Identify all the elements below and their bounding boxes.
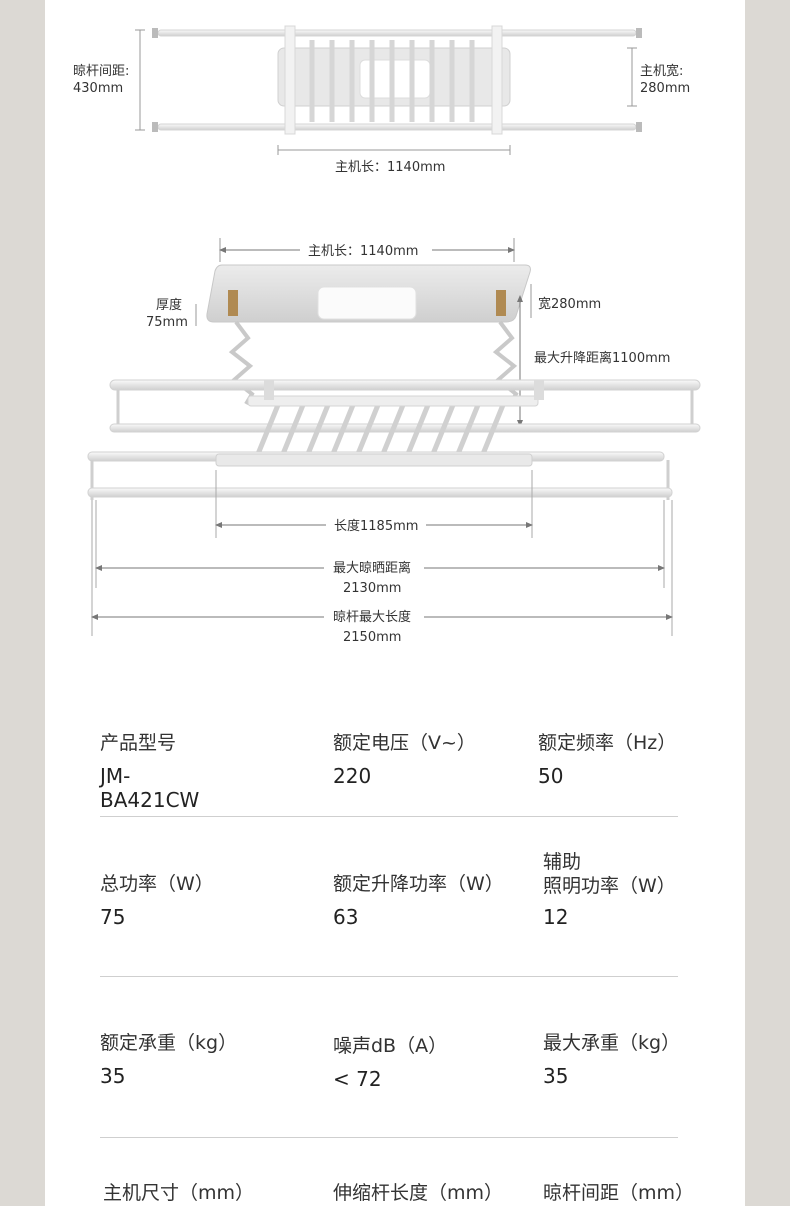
spec-label: 产品型号 (100, 732, 177, 754)
spec-label: 额定电压（V~） (333, 732, 476, 754)
spec-sheet (45, 0, 745, 1206)
spec-value: 12 (543, 905, 569, 929)
spec-value: 220 (333, 764, 372, 788)
divider (100, 816, 678, 817)
thickness-value: 75mm (146, 315, 188, 330)
divider (100, 976, 678, 977)
host-length-side: 主机长：1140mm (308, 244, 418, 259)
spec-label: 额定频率（Hz） (538, 732, 677, 754)
max-dry-label: 最大晾晒距离 (333, 560, 411, 576)
spec-cell: 额定承重（kg） 35 (100, 1031, 238, 1088)
spec-cell: 辅助 照明功率（W） 12 (543, 850, 676, 929)
spec-label: 最大承重（kg） (543, 1032, 681, 1054)
spec-value: 35 (100, 1064, 126, 1088)
spec-label: 晾杆间距（mm） (543, 1182, 695, 1204)
max-lift-label: 最大升降距离1100mm (534, 350, 670, 366)
spec-value: < 72 (333, 1067, 382, 1091)
spec-value: 63 (333, 905, 359, 929)
spec-value: 50 (538, 764, 564, 788)
length-label: 长度1185mm (334, 518, 418, 534)
thickness-label: 厚度 (156, 297, 182, 313)
spec-cell: 晾杆间距（mm） (543, 1181, 694, 1205)
spec-label: 总功率（W） (100, 873, 214, 895)
spec-cell: 额定频率（Hz） 50 (538, 731, 677, 788)
product-dimension-diagram: 晾杆间距: 430mm 主机宽: 280mm 主机长：1140mm 主机长：11… (73, 25, 701, 645)
host-width-label: 主机宽: (640, 63, 683, 79)
spec-cell: 主机尺寸（mm） (103, 1181, 254, 1205)
rod-spacing-label: 晾杆间距: (73, 63, 129, 79)
spec-cell: 额定电压（V~） 220 (333, 731, 476, 788)
rod-max-value: 2150mm (343, 630, 401, 645)
spec-cell: 最大承重（kg） 35 (543, 1031, 681, 1088)
spec-value: 35 (543, 1064, 569, 1088)
spec-label: 额定升降功率（W） (333, 873, 504, 895)
spec-label: 伸缩杆长度（mm） (333, 1182, 504, 1204)
spec-cell: 总功率（W） 75 (100, 872, 214, 929)
spec-value: JM-BA421CW (100, 764, 200, 812)
side-view: 主机长：1140mm 厚度 75mm 宽280mm 最大升降距离1100mm (87, 238, 701, 645)
host-width-value: 280mm (640, 81, 690, 96)
host-length-top: 主机长：1140mm (335, 160, 445, 175)
spec-label: 主机尺寸（mm） (103, 1182, 255, 1204)
width-label: 宽280mm (538, 296, 601, 312)
divider (100, 1137, 678, 1138)
rod-spacing-value: 430mm (73, 81, 123, 96)
rod-max-label: 晾杆最大长度 (333, 609, 411, 625)
spec-label: 噪声dB（A） (333, 1035, 448, 1057)
spec-cell: 额定升降功率（W） 63 (333, 872, 504, 929)
max-dry-value: 2130mm (343, 581, 401, 596)
spec-label: 额定承重（kg） (100, 1032, 238, 1054)
spec-cell: 伸缩杆长度（mm） (333, 1181, 503, 1205)
spec-cell: 噪声dB（A） < 72 (333, 1034, 448, 1091)
spec-value: 75 (100, 905, 126, 929)
spec-label: 辅助 照明功率（W） (543, 851, 676, 897)
top-view: 晾杆间距: 430mm 主机宽: 280mm 主机长：1140mm (73, 25, 690, 175)
spec-cell: 产品型号 JM-BA421CW (100, 731, 199, 812)
